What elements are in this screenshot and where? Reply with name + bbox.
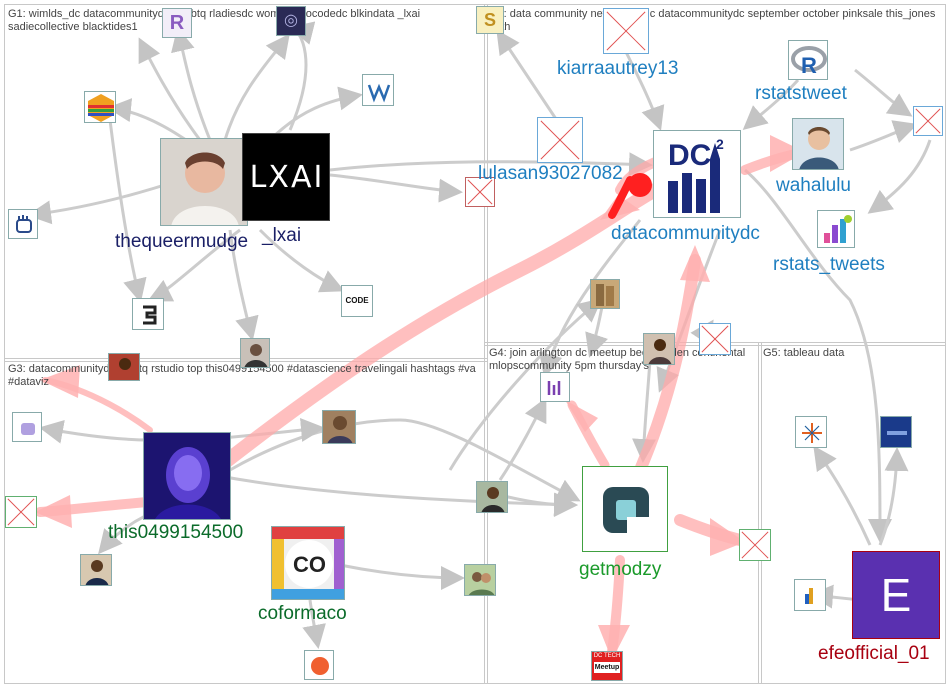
- womenwhocode-logo[interactable]: CODE: [341, 285, 373, 317]
- label-this0499154500: this0499154500: [108, 523, 243, 542]
- missing-image-g3-left[interactable]: [5, 496, 37, 528]
- label-rstats-tweets: rstats_tweets: [773, 255, 885, 274]
- g5-small-logo[interactable]: [794, 579, 826, 611]
- missing-image-kiarraautrey13[interactable]: [603, 8, 649, 54]
- label-efeofficial-01: efeofficial_01: [818, 644, 930, 663]
- rstatstweet-logo[interactable]: R: [788, 40, 828, 80]
- rainbow-hex-logo[interactable]: [84, 91, 116, 123]
- label-lulasan93027082: lulasan93027082: [478, 164, 623, 183]
- blkindata-logo[interactable]: ◎: [276, 6, 306, 36]
- fist-logo[interactable]: [8, 209, 38, 239]
- efe-letter: E: [853, 552, 939, 638]
- g3-user-avatar-1[interactable]: [322, 410, 356, 444]
- tableau-logo[interactable]: [795, 416, 827, 448]
- group-label-g2: G2: data community newsletter dc datacom…: [489, 8, 939, 34]
- g4-user-avatar-2[interactable]: [643, 333, 675, 365]
- wahalulu-avatar[interactable]: [792, 118, 844, 170]
- tableau-public-logo[interactable]: [880, 416, 912, 448]
- this0499154500-avatar[interactable]: [143, 432, 231, 520]
- label-datacommunitydc: datacommunitydc: [611, 224, 760, 243]
- s-letter-icon: S: [477, 7, 503, 33]
- lxai-logo[interactable]: LXAI: [242, 133, 330, 221]
- rstats-tweets-logo[interactable]: [817, 210, 855, 248]
- missing-image-lulasan93027082[interactable]: [537, 117, 583, 163]
- user-avatar-g1-bottom[interactable]: [240, 338, 270, 368]
- meetup-text: Meetup: [594, 662, 620, 673]
- mlops-logo[interactable]: [540, 372, 570, 402]
- g3-user-avatar-2[interactable]: [80, 554, 112, 586]
- women-in-ml-logo[interactable]: [362, 74, 394, 106]
- sadiecollective-logo[interactable]: [132, 298, 164, 330]
- pinksale-logo[interactable]: S: [476, 6, 504, 34]
- efeofficial-01-logo[interactable]: E: [852, 551, 940, 639]
- g3-small-icon-left[interactable]: [12, 412, 42, 442]
- g3-user-avatar-3[interactable]: [108, 353, 140, 381]
- g3-meetup-icon[interactable]: [304, 650, 334, 680]
- missing-image-g4-right[interactable]: [739, 529, 771, 561]
- svg-text:2: 2: [716, 136, 724, 152]
- rladies-logo[interactable]: R: [162, 8, 192, 38]
- dc2-text: DC: [668, 139, 711, 172]
- label-thequeermudge: thequeermudge: [115, 232, 248, 251]
- label-coformaco: coformaco: [258, 604, 347, 623]
- label-lxai: _lxai: [262, 226, 301, 245]
- svg-text:CO: CO: [293, 552, 326, 577]
- bid-icon: ◎: [277, 7, 305, 35]
- datacommunitydc-logo[interactable]: DC 2: [653, 130, 741, 218]
- g4-user-avatar-1[interactable]: [476, 481, 508, 513]
- lxai-logo-text: LXAI: [247, 160, 327, 195]
- missing-image-g2-right[interactable]: [913, 106, 943, 136]
- label-rstatstweet: rstatstweet: [755, 84, 847, 103]
- r-letter-icon: R: [163, 9, 191, 37]
- group-label-g1: G1: wimlds_dc datacommunitydc r_lgbtq rl…: [8, 8, 483, 34]
- label-kiarraautrey13: kiarraautrey13: [557, 59, 678, 78]
- dc-tech-meetup-logo[interactable]: DC TECH Meetup: [591, 651, 623, 681]
- getmodzy-logo[interactable]: [582, 466, 668, 552]
- g3-user-avatar-4[interactable]: [464, 564, 496, 596]
- code-text: CODE: [342, 286, 372, 316]
- missing-image-g2-bottom[interactable]: [699, 323, 731, 355]
- svg-text:R: R: [801, 53, 817, 78]
- coformaco-logo[interactable]: CO: [271, 526, 345, 600]
- label-getmodzy: getmodzy: [579, 560, 661, 579]
- group-label-g5: G5: tableau data: [763, 347, 943, 360]
- thequeermudge-avatar[interactable]: [160, 138, 248, 226]
- book-image[interactable]: [590, 279, 620, 309]
- label-wahalulu: wahalulu: [776, 176, 851, 195]
- dctech-text: DC TECH: [592, 652, 622, 661]
